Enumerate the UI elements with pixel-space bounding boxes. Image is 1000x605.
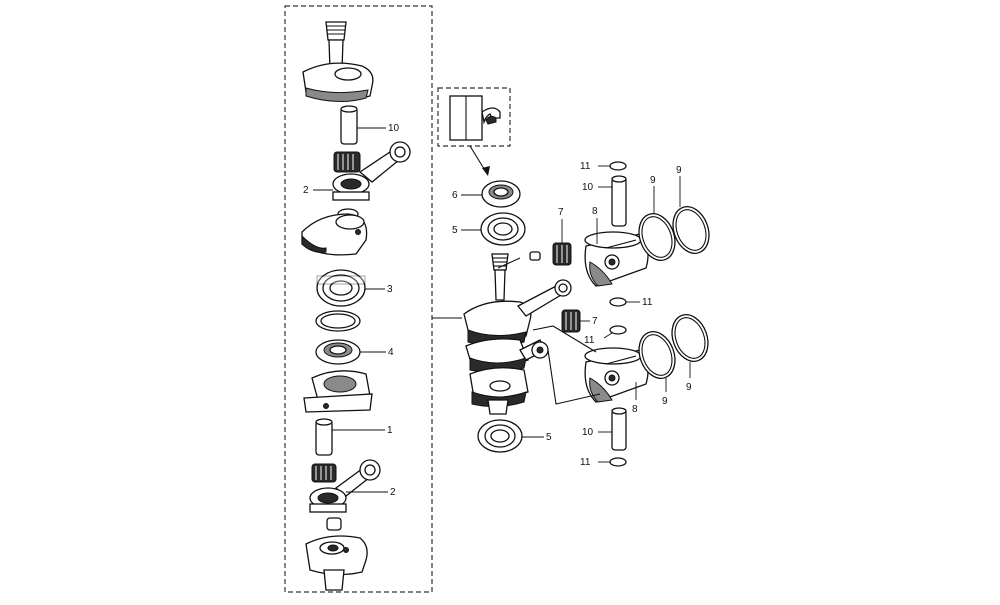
piston-pin-lower bbox=[611, 407, 627, 451]
assembly-guide-line bbox=[532, 325, 597, 353]
callout-label: 5 bbox=[452, 225, 458, 236]
callout-label: 10 bbox=[388, 123, 400, 134]
circlip bbox=[609, 161, 627, 171]
callout-label: 9 bbox=[650, 175, 656, 186]
callout-label: 11 bbox=[580, 457, 591, 468]
connecting-rod-upper bbox=[332, 141, 411, 201]
needle-bearing-lower bbox=[561, 309, 581, 333]
oil-seal bbox=[315, 339, 361, 365]
callout-label: 9 bbox=[662, 396, 668, 407]
callout-label: 3 bbox=[387, 284, 393, 295]
callout-label: 11 bbox=[584, 335, 595, 346]
callout-label: 8 bbox=[632, 404, 638, 415]
connecting-rod-lower bbox=[309, 459, 381, 513]
callout-label: 10 bbox=[582, 182, 594, 193]
callout-label: 1 bbox=[387, 425, 393, 436]
callout-label: 8 bbox=[592, 206, 598, 217]
exploded-stack-frame bbox=[284, 5, 433, 593]
callout-label: 11 bbox=[642, 297, 653, 308]
piston-lower bbox=[584, 347, 649, 403]
circlip bbox=[609, 457, 627, 467]
callout-label: 7 bbox=[592, 316, 598, 327]
seal-detail-frame bbox=[437, 87, 511, 147]
callout-label: 6 bbox=[452, 190, 458, 201]
crankshaft-assembly bbox=[463, 253, 572, 415]
upper-crankshaft-end bbox=[302, 21, 374, 102]
piston-upper bbox=[584, 231, 649, 287]
callout-label: 10 bbox=[582, 427, 594, 438]
callout-label: 9 bbox=[676, 165, 682, 176]
circlip bbox=[609, 325, 627, 335]
callout-label: 11 bbox=[580, 161, 591, 172]
shaft-key bbox=[529, 251, 541, 261]
retaining-ring bbox=[315, 310, 361, 332]
woodruff-key bbox=[326, 517, 342, 531]
callout-label: 2 bbox=[303, 185, 309, 196]
crankshaft-oil-seal bbox=[481, 180, 521, 208]
seal-detail-view bbox=[449, 95, 501, 141]
callout-label: 9 bbox=[686, 382, 692, 393]
piston-rings-lower bbox=[638, 314, 709, 379]
callout-label: 7 bbox=[558, 207, 564, 218]
crank-counterweight-lower bbox=[303, 370, 373, 413]
main-ball-bearing bbox=[316, 269, 366, 307]
piston-pin-upper bbox=[611, 175, 627, 227]
callout-label: 4 bbox=[388, 347, 394, 358]
piston-rings-upper bbox=[638, 206, 710, 261]
crank-counterweight bbox=[301, 208, 368, 256]
needle-bearing-upper bbox=[552, 242, 572, 266]
callout-label: 2 bbox=[390, 487, 396, 498]
assembly-guide-line bbox=[547, 349, 601, 405]
lower-main-bearing bbox=[477, 419, 523, 453]
crank-pin-lower bbox=[315, 418, 333, 456]
lower-crankshaft-end bbox=[305, 535, 368, 591]
crank-pin bbox=[340, 105, 358, 145]
upper-main-bearing bbox=[480, 212, 526, 246]
detail-arrow-head bbox=[482, 166, 490, 176]
circlip bbox=[609, 297, 627, 307]
callout-label: 5 bbox=[546, 432, 552, 443]
